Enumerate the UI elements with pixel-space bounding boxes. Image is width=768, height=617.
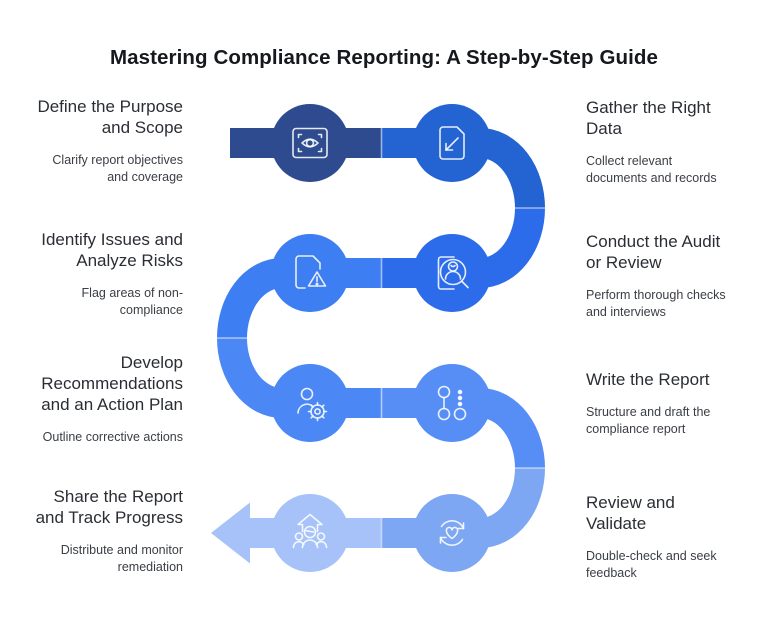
step-description: Flag areas of non- compliance [81, 286, 183, 317]
step-text-conduct-audit: Conduct the Audit or Review Perform thor… [586, 231, 764, 320]
id-search-icon [437, 256, 469, 290]
document-warning-icon [295, 255, 327, 289]
step-text-develop-recommendations: Develop Recommendations and an Action Pl… [5, 352, 183, 446]
step-heading: Review and Validate [586, 493, 675, 533]
step-description: Distribute and monitor remediation [60, 543, 183, 574]
scan-eye-icon [292, 127, 328, 159]
step-text-gather-data: Gather the Right Data Collect relevant d… [586, 97, 764, 186]
step-description: Perform thorough checks and interviews [586, 288, 726, 319]
step-heading: Develop Recommendations and an Action Pl… [41, 353, 183, 414]
node-conduct-audit [413, 234, 491, 312]
node-develop-recommendations [271, 364, 349, 442]
page-title: Mastering Compliance Reporting: A Step-b… [109, 46, 659, 69]
step-heading: Share the Report and Track Progress [35, 487, 183, 527]
step-heading: Conduct the Audit or Review [586, 232, 721, 272]
step-description: Structure and draft the compliance repor… [586, 405, 711, 436]
document-import-icon [439, 126, 465, 160]
refresh-heart-icon [439, 520, 465, 546]
user-gear-icon [297, 387, 328, 422]
step-text-review-validate: Review and Validate Double-check and see… [586, 492, 764, 581]
node-define-purpose [271, 104, 349, 182]
step-description: Outline corrective actions [42, 430, 183, 444]
step-description: Clarify report objectives and coverage [52, 153, 183, 184]
step-heading: Write the Report [586, 370, 710, 389]
team-growth-icon [292, 513, 328, 549]
step-text-write-report: Write the Report Structure and draft the… [586, 369, 764, 437]
node-share-report [271, 494, 349, 572]
node-gather-data [413, 104, 491, 182]
step-heading: Define the Purpose and Scope [37, 97, 183, 137]
step-heading: Identify Issues and Analyze Risks [41, 230, 183, 270]
node-write-report [413, 364, 491, 442]
step-description: Collect relevant documents and records [586, 154, 717, 185]
node-review-validate [413, 494, 491, 572]
timeline-icon [437, 385, 467, 421]
node-identify-issues [271, 234, 349, 312]
flow-end-arrowhead [211, 502, 250, 564]
step-text-share-report: Share the Report and Track Progress Dist… [5, 486, 183, 575]
step-description: Double-check and seek feedback [586, 549, 717, 580]
step-heading: Gather the Right Data [586, 98, 711, 138]
step-text-identify-issues: Identify Issues and Analyze Risks Flag a… [5, 229, 183, 318]
step-text-define-purpose: Define the Purpose and Scope Clarify rep… [5, 96, 183, 185]
